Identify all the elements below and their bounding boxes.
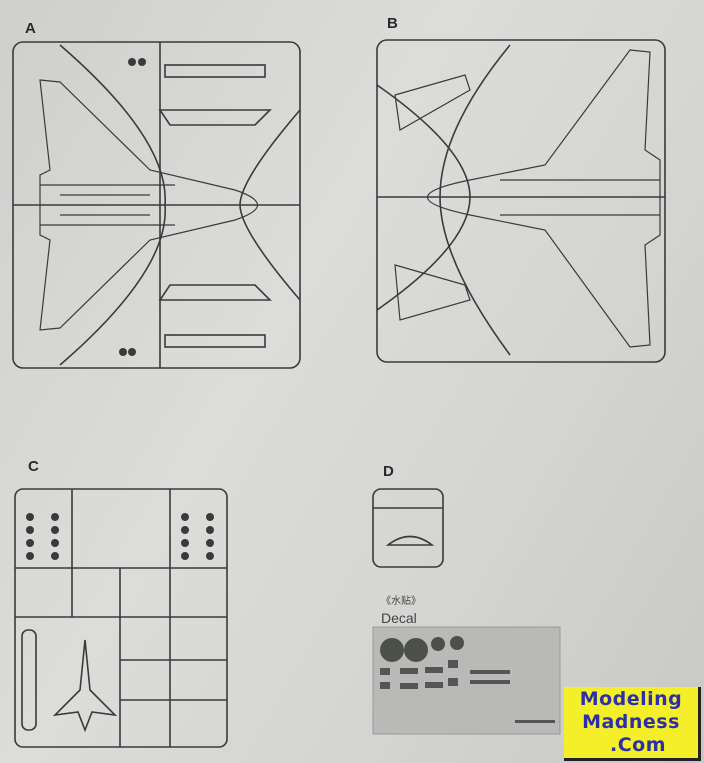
decal-sheet [372, 626, 561, 735]
sprue-a-label: A [25, 20, 36, 37]
sprue-b-frame [376, 39, 666, 363]
sprue-d-frame [372, 488, 444, 568]
decal-label-chinese: 《水贴》 [381, 596, 421, 607]
wheel-parts [26, 58, 214, 560]
sprue-a-frame [12, 41, 301, 369]
watermark-line-2: Madness [582, 711, 680, 733]
decal-label: Decal [381, 610, 417, 626]
sprue-b-label: B [387, 15, 398, 32]
sprue-d-label: D [383, 463, 394, 480]
watermark-line-3: .Com [609, 734, 666, 756]
watermark-logo: Modeling Madness .Com [564, 687, 701, 761]
aircraft-lower-fuselage-a [39, 79, 258, 331]
sprue-c-frame [14, 488, 228, 748]
watermark-line-1: Modeling [579, 688, 683, 710]
sprue-c-label: C [28, 458, 39, 475]
aircraft-upper-fuselage-b [394, 49, 661, 348]
